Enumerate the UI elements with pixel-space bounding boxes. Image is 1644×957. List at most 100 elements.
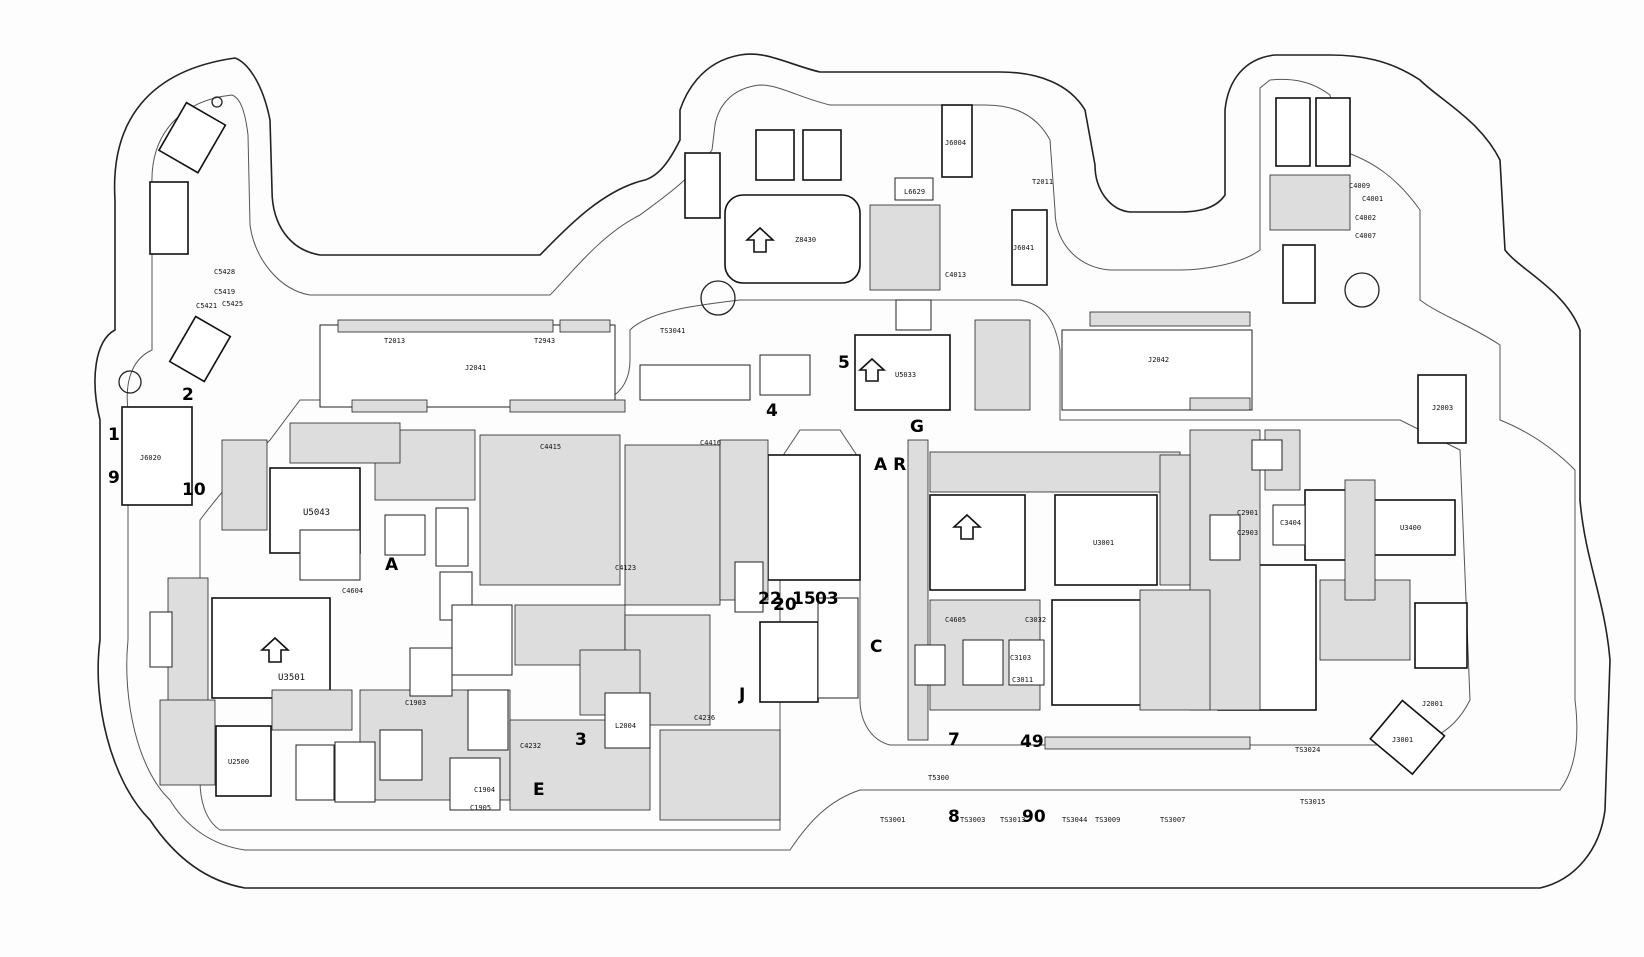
svg-text:4: 4 <box>766 401 778 421</box>
board-inner-outline <box>126 78 1578 851</box>
connector-j4003 <box>168 315 232 383</box>
svg-text:7: 7 <box>948 730 960 750</box>
svg-text:J: J <box>738 685 745 705</box>
component-labels: C5428 C5419 C5421 C5425 L6629 C4009 C400… <box>196 178 1383 824</box>
svg-text:03: 03 <box>815 589 839 609</box>
svg-text:J6020: J6020 <box>140 454 161 462</box>
svg-text:C4604: C4604 <box>342 587 363 595</box>
svg-text:C4009: C4009 <box>1349 182 1370 190</box>
mount-hole <box>211 96 223 108</box>
svg-text:C4416: C4416 <box>700 439 721 447</box>
svg-text:T2013: T2013 <box>384 337 405 345</box>
chip-u1801 <box>767 454 861 581</box>
svg-text:A R: A R <box>874 455 906 475</box>
svg-text:C4415: C4415 <box>540 443 561 451</box>
svg-text:TS3013: TS3013 <box>1000 816 1025 824</box>
svg-text:U5033: U5033 <box>895 371 916 379</box>
svg-text:U3501: U3501 <box>278 673 305 683</box>
chip-u1901 <box>759 621 819 703</box>
svg-text:10: 10 <box>182 480 206 500</box>
svg-text:U5043: U5043 <box>303 508 330 518</box>
svg-text:U2500: U2500 <box>228 758 249 766</box>
svg-text:TS3015: TS3015 <box>1300 798 1325 806</box>
svg-text:TS3007: TS3007 <box>1160 816 1185 824</box>
svg-text:C5428: C5428 <box>214 268 235 276</box>
svg-text:C2903: C2903 <box>1237 529 1258 537</box>
svg-text:A: A <box>385 555 399 575</box>
svg-text:C1905: C1905 <box>470 804 491 812</box>
svg-text:U3400: U3400 <box>1400 524 1421 532</box>
svg-text:T5300: T5300 <box>928 774 949 782</box>
connector-j2042: J2042 <box>1061 329 1253 411</box>
svg-text:C1904: C1904 <box>474 786 495 794</box>
svg-text:J2001: J2001 <box>1422 700 1443 708</box>
svg-text:U3001: U3001 <box>1093 539 1114 547</box>
svg-text:T2943: T2943 <box>534 337 555 345</box>
connector-j2003: J2003 <box>1417 374 1467 444</box>
connector-j2010 <box>1282 244 1316 304</box>
chip-u3400: U3400 <box>1304 489 1456 561</box>
svg-text:2: 2 <box>182 385 194 405</box>
svg-text:C4236: C4236 <box>694 714 715 722</box>
connector-j3001: J3001 <box>1369 699 1446 776</box>
svg-text:C: C <box>870 637 882 657</box>
mount-hole <box>1344 272 1380 308</box>
connector-j2011 <box>1275 97 1311 167</box>
svg-text:TS3041: TS3041 <box>660 327 685 335</box>
svg-text:C5425: C5425 <box>222 300 243 308</box>
board-outline <box>94 53 1611 889</box>
svg-text:G: G <box>910 417 924 437</box>
svg-text:TS3024: TS3024 <box>1295 746 1320 754</box>
connector-j6004: J6004 <box>941 104 973 178</box>
svg-text:TS3009: TS3009 <box>1095 816 1120 824</box>
svg-text:1: 1 <box>108 425 120 445</box>
svg-text:C4007: C4007 <box>1355 232 1376 240</box>
mount-hole <box>700 280 736 316</box>
svg-text:L2004: L2004 <box>615 722 636 730</box>
connector-j6020: J6020 <box>121 406 193 506</box>
svg-text:C1903: C1903 <box>405 699 426 707</box>
connector-j2001: J2001 <box>1414 602 1468 708</box>
svg-text:C4605: C4605 <box>945 616 966 624</box>
svg-text:C4013: C4013 <box>945 271 966 279</box>
svg-text:TS3003: TS3003 <box>960 816 985 824</box>
svg-text:15: 15 <box>792 589 816 609</box>
svg-text:TS3001: TS3001 <box>880 816 905 824</box>
chip-z8430: Z8430 <box>724 194 861 284</box>
connector-j4038 <box>684 152 721 219</box>
svg-text:C5419: C5419 <box>214 288 235 296</box>
chip-u3501: U3501 <box>211 597 331 699</box>
svg-text:J6041: J6041 <box>1013 244 1034 252</box>
connector-j4022 <box>157 101 227 174</box>
svg-text:J2003: J2003 <box>1432 404 1453 412</box>
svg-text:5: 5 <box>838 353 850 373</box>
inductor-blocks <box>149 177 1306 811</box>
svg-text:22: 22 <box>758 589 782 609</box>
svg-text:Z8430: Z8430 <box>795 236 816 244</box>
svg-text:E: E <box>533 780 545 800</box>
svg-text:T2011: T2011 <box>1032 178 1053 186</box>
svg-text:C3404: C3404 <box>1280 519 1301 527</box>
svg-text:8: 8 <box>948 807 960 827</box>
connector-us2001 <box>802 129 842 181</box>
svg-text:9: 9 <box>108 468 120 488</box>
svg-text:J6004: J6004 <box>945 139 966 147</box>
svg-text:C3103: C3103 <box>1010 654 1031 662</box>
svg-text:C2901: C2901 <box>1237 509 1258 517</box>
svg-text:C4123: C4123 <box>615 564 636 572</box>
svg-text:C3032: C3032 <box>1025 616 1046 624</box>
connector-j6041: J6041 <box>1011 209 1048 286</box>
component-band <box>159 174 1411 821</box>
connector-us2000 <box>755 129 795 181</box>
svg-text:49: 49 <box>1020 732 1044 752</box>
connector-j2000 <box>1315 97 1351 167</box>
zone-markers: 1 2 9 10 A C E G J 7 8 49 90 5 4 A R 22 … <box>108 353 1046 827</box>
svg-text:C4002: C4002 <box>1355 214 1376 222</box>
svg-text:C3011: C3011 <box>1012 676 1033 684</box>
svg-text:TS3044: TS3044 <box>1062 816 1087 824</box>
mount-hole <box>118 370 142 394</box>
svg-text:J2042: J2042 <box>1148 356 1169 364</box>
connector-j2041: J2041 <box>319 324 616 408</box>
svg-text:20: 20 <box>773 595 797 615</box>
